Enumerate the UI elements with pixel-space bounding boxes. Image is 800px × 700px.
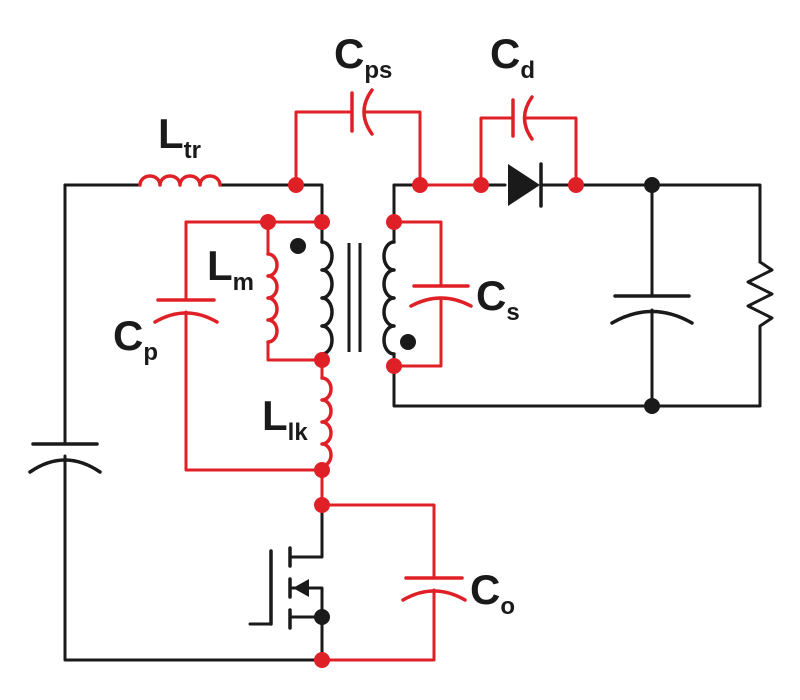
inductor-ltr <box>138 174 222 187</box>
capacitor-cps <box>350 88 374 136</box>
label-cp: Cp <box>113 312 158 366</box>
wire-co-bottom <box>320 588 436 662</box>
junction-dot <box>314 462 330 478</box>
junction-dot <box>644 398 660 414</box>
junction-dot <box>386 358 402 374</box>
junction-dot <box>288 177 304 193</box>
wire-cps <box>294 110 354 187</box>
junction-dot <box>568 177 584 193</box>
wire-cs <box>392 220 443 288</box>
wire-cps-2 <box>364 110 422 187</box>
wire-lm-bottom <box>266 340 324 362</box>
wire-top-mid <box>218 183 324 244</box>
mosfet <box>248 546 324 630</box>
main-circuit <box>28 162 774 662</box>
wire-sec-rail-2 <box>539 183 762 264</box>
input-capacitor <box>28 442 102 474</box>
label-co: Co <box>470 566 515 620</box>
junction-dot <box>386 214 402 230</box>
wire-left-bottom <box>63 454 324 662</box>
junction-dot <box>314 214 330 230</box>
label-lm: Lm <box>207 242 254 296</box>
junction-dot <box>314 352 330 368</box>
label-llk: Llk <box>262 392 308 446</box>
label-cps: Cps <box>334 30 392 84</box>
wire-cp-bottom <box>184 310 324 472</box>
label-cs: Cs <box>476 272 520 326</box>
junction-dot <box>260 214 276 230</box>
inductor-lm <box>266 252 279 344</box>
labels: Ltr Cps Cd Lm Cp Cs Llk Co <box>113 30 535 620</box>
primary-dot <box>290 238 306 254</box>
secondary-winding <box>382 240 396 356</box>
wire-drain <box>288 503 324 559</box>
secondary-dot <box>400 334 416 350</box>
label-ltr: Ltr <box>158 110 201 164</box>
diode <box>508 162 543 208</box>
junction-dot <box>473 177 489 193</box>
primary-winding <box>320 240 334 356</box>
capacitor-cd <box>511 95 534 141</box>
wire-cd <box>479 116 515 187</box>
junction-dot <box>412 177 428 193</box>
junction-dot <box>644 177 660 193</box>
wire-secondary-bottom <box>392 352 654 408</box>
junction-dot <box>314 609 330 625</box>
wire-co <box>320 503 436 580</box>
junction-dot <box>314 652 330 668</box>
load-resistor <box>650 260 774 408</box>
parasitic-circuit <box>153 88 584 668</box>
wire-cs-bottom <box>392 296 443 368</box>
junction-dot <box>314 497 330 513</box>
inductor-llk <box>320 376 333 468</box>
label-cd: Cd <box>490 30 535 84</box>
wire-cd-2 <box>524 116 578 187</box>
transformer-core <box>347 243 362 352</box>
